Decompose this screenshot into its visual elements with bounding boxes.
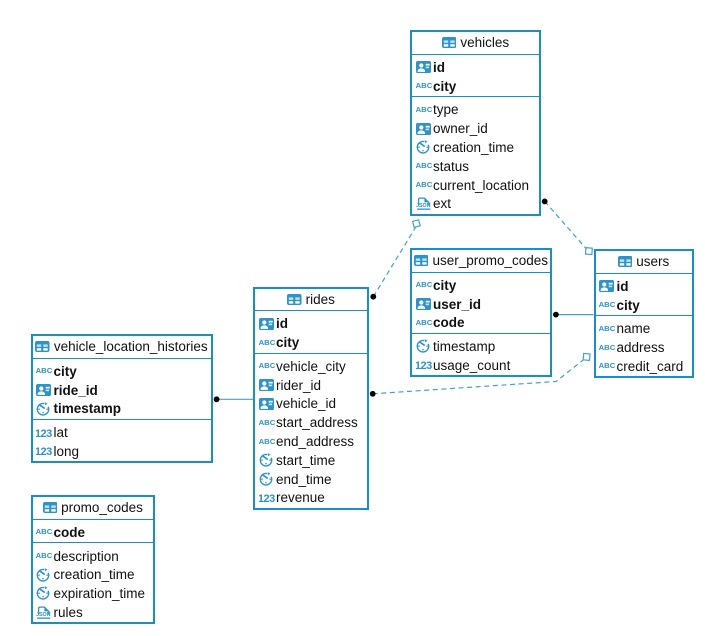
svg-text:ABC: ABC: [416, 318, 433, 327]
svg-text:ABC: ABC: [259, 361, 276, 370]
svg-text:123: 123: [36, 428, 52, 438]
svg-text:ABC: ABC: [599, 324, 616, 333]
svg-text:123: 123: [416, 360, 432, 370]
svg-text:ABC: ABC: [36, 366, 53, 375]
svg-text:123: 123: [36, 446, 52, 456]
svg-text:ABC: ABC: [416, 105, 433, 114]
svg-text:ABC: ABC: [259, 437, 276, 446]
svg-text:ABC: ABC: [416, 161, 433, 170]
svg-text:JSON: JSON: [416, 203, 430, 209]
svg-text:ABC: ABC: [599, 343, 616, 352]
svg-text:ABC: ABC: [599, 361, 616, 370]
svg-text:JSON: JSON: [36, 612, 50, 618]
svg-text:ABC: ABC: [36, 551, 53, 560]
svg-text:ABC: ABC: [416, 81, 433, 90]
svg-text:ABC: ABC: [416, 180, 433, 189]
svg-text:ABC: ABC: [259, 338, 276, 347]
svg-text:ABC: ABC: [599, 300, 616, 309]
svg-text:ABC: ABC: [416, 280, 433, 289]
svg-text:ABC: ABC: [36, 527, 53, 536]
svg-text:ABC: ABC: [259, 418, 276, 427]
svg-text:123: 123: [259, 493, 275, 503]
